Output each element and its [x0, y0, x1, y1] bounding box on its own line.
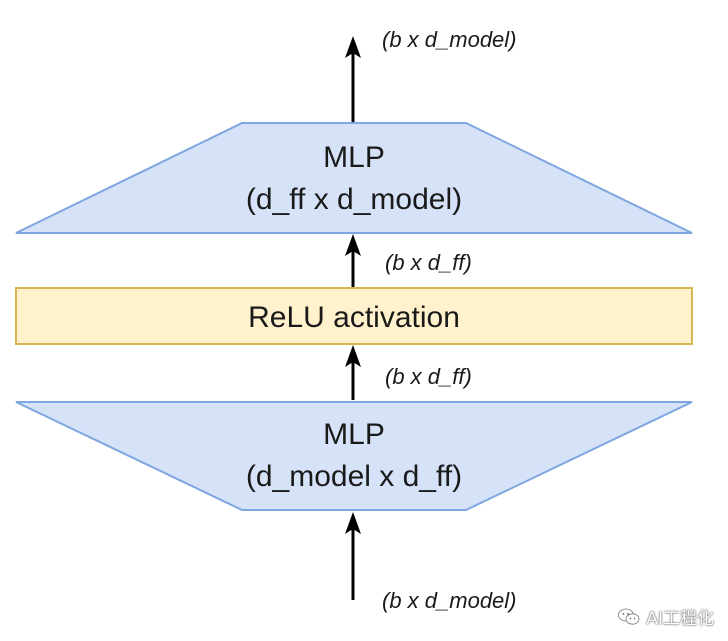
relu-box — [15, 287, 693, 345]
output-arrow — [345, 36, 361, 122]
bottom-to-relu-arrow — [345, 345, 361, 400]
wechat-icon — [618, 608, 640, 625]
top-mlp-block: MLP (d_ff x d_model) — [15, 122, 693, 234]
top-mlp-shape — [15, 122, 693, 234]
before-relu-shape-label: (b x d_ff) — [385, 364, 472, 389]
watermark-text: AI工程化 — [646, 609, 714, 629]
bottom-mlp-title: MLP — [323, 418, 385, 451]
relu-block: ReLU activation — [15, 287, 693, 345]
bottom-mlp-block: MLP (d_model x d_ff) — [15, 401, 693, 511]
watermark: AI工程化 — [618, 604, 714, 629]
top-mlp-dims: (d_ff x d_model) — [246, 183, 462, 216]
after-relu-shape-label: (b x d_ff) — [385, 250, 472, 275]
relu-label: ReLU activation — [248, 301, 460, 334]
input-arrow — [345, 512, 361, 600]
input-shape-label: (b x d_model) — [382, 588, 517, 613]
bottom-mlp-shape — [15, 401, 693, 511]
relu-to-top-arrow — [345, 234, 361, 288]
top-mlp-title: MLP — [323, 141, 385, 174]
output-shape-label: (b x d_model) — [382, 27, 517, 52]
bottom-mlp-dims: (d_model x d_ff) — [246, 460, 462, 493]
